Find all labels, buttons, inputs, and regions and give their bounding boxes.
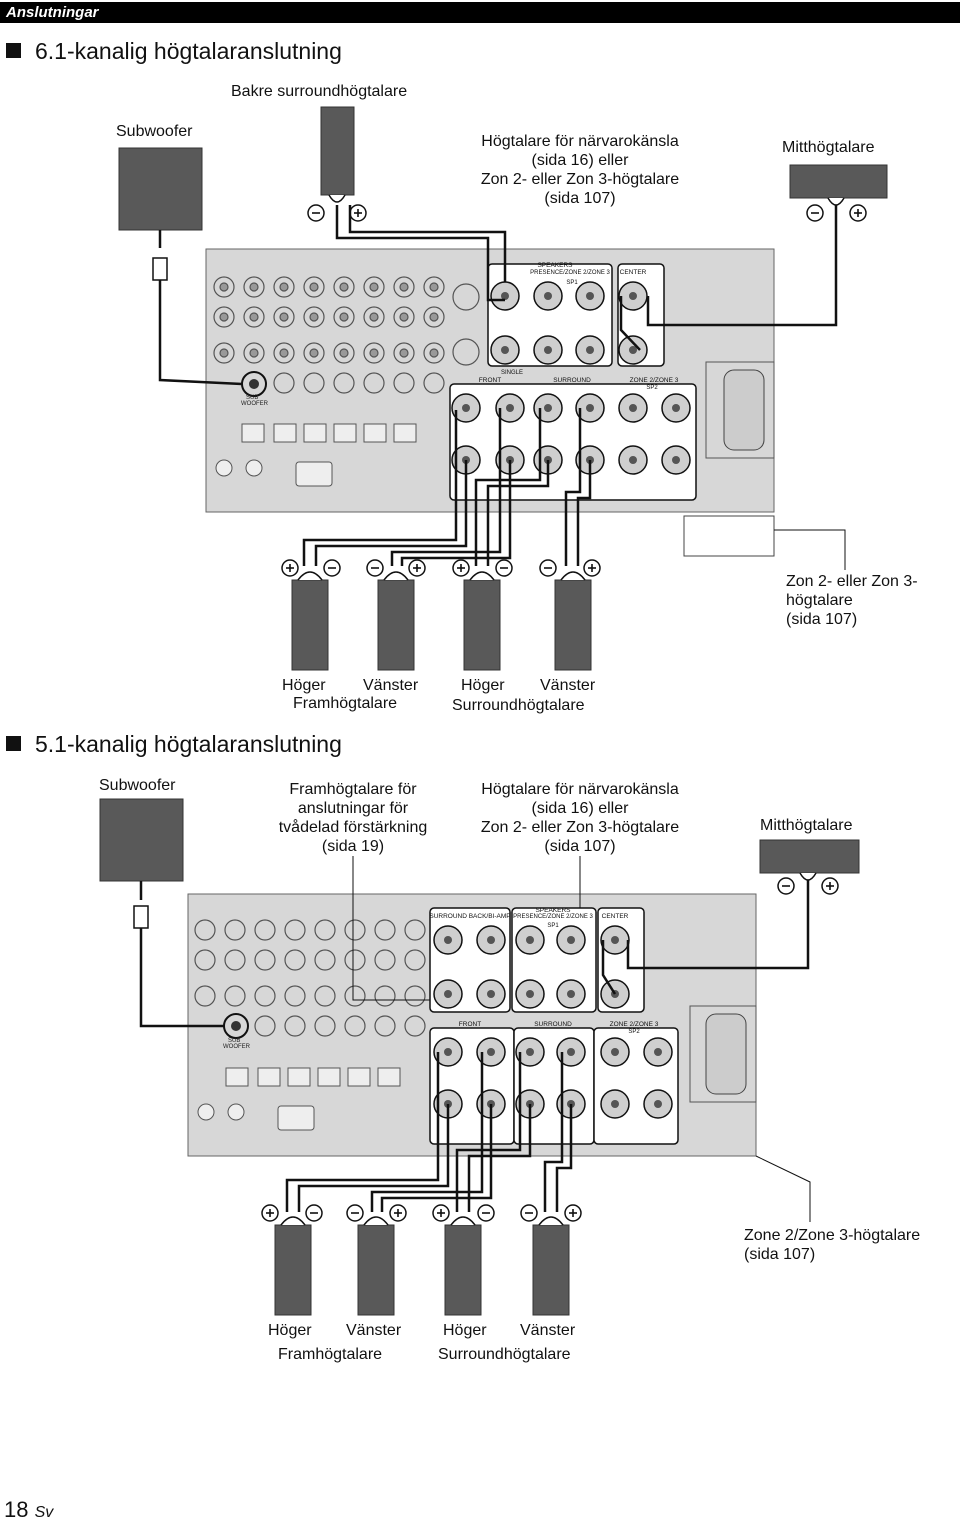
label-zone-2: Zone 2/Zone 3-högtalare (sida 107) bbox=[744, 1227, 921, 1263]
label-front-right-2: Höger bbox=[268, 1322, 312, 1339]
svg-text:CENTER: CENTER bbox=[602, 913, 629, 920]
diagram2-title: 5.1-kanalig högtalaranslutning bbox=[6, 730, 342, 758]
svg-text:SP1: SP1 bbox=[547, 923, 559, 929]
label-back-surround: Bakre surroundhögtalare bbox=[231, 83, 408, 100]
subwoofer-box-2 bbox=[99, 798, 184, 882]
label-zone-1: Zon 2- eller Zon 3- högtalare (sida 107) bbox=[786, 573, 918, 628]
center-speaker-2 bbox=[759, 839, 860, 874]
svg-text:ZONE 2/ZONE 3: ZONE 2/ZONE 3 bbox=[630, 377, 679, 384]
surround-left-speaker-2 bbox=[532, 1216, 570, 1316]
label-surround-right-1: Höger bbox=[461, 677, 505, 694]
front-left-speaker-2 bbox=[357, 1216, 395, 1316]
bullet-square-icon bbox=[6, 736, 21, 751]
svg-text:CENTER: CENTER bbox=[620, 269, 647, 276]
label-presence-1: Högtalare för närvarokänsla (sida 16) el… bbox=[480, 133, 680, 207]
surround-right-speaker-1 bbox=[463, 571, 501, 671]
svg-text:PRESENCE/ZONE 2/ZONE 3: PRESENCE/ZONE 2/ZONE 3 bbox=[530, 270, 610, 276]
svg-text:WOOFER: WOOFER bbox=[241, 401, 269, 407]
label-front-2: Framhögtalare bbox=[278, 1346, 383, 1363]
svg-text:PRESENCE/ZONE 2/ZONE 3: PRESENCE/ZONE 2/ZONE 3 bbox=[513, 914, 593, 920]
svg-text:SURROUND: SURROUND bbox=[553, 377, 591, 384]
svg-text:SURROUND BACK/BI-AMP: SURROUND BACK/BI-AMP bbox=[429, 913, 510, 920]
label-center-1: Mitthögtalare bbox=[782, 139, 875, 156]
section-header-text: Anslutningar bbox=[6, 4, 99, 21]
svg-text:SP2: SP2 bbox=[646, 385, 658, 391]
label-surround-right-2: Höger bbox=[443, 1322, 487, 1339]
section-header-bar: Anslutningar bbox=[0, 2, 960, 23]
label-subwoofer-1: Subwoofer bbox=[116, 123, 193, 140]
label-presence-2: Högtalare för närvarokänsla (sida 16) el… bbox=[480, 781, 680, 855]
diagram1-wiring: SUB WOOFER SPEAKERS PRESENCE/ZONE 2/ZONE… bbox=[118, 106, 888, 671]
surround-right-speaker-2 bbox=[444, 1216, 482, 1316]
center-speaker-1 bbox=[789, 164, 888, 199]
svg-text:SUB: SUB bbox=[228, 1038, 240, 1044]
jack-row-2 bbox=[194, 919, 426, 1037]
label-front-left-2: Vänster bbox=[346, 1322, 402, 1339]
svg-text:FRONT: FRONT bbox=[459, 1021, 481, 1028]
sub-cable-2 bbox=[139, 928, 224, 1028]
label-surround-1: Surroundhögtalare bbox=[452, 697, 585, 714]
label-surround-2: Surroundhögtalare bbox=[438, 1346, 571, 1363]
diagram2-wiring: SUB WOOFER SURROUND BACK/BI-AMP SPEAKERS… bbox=[99, 798, 860, 1316]
label-front-1: Framhögtalare bbox=[293, 695, 398, 712]
svg-text:SURROUND: SURROUND bbox=[534, 1021, 572, 1028]
back-surround-speaker bbox=[320, 106, 355, 196]
label-center-2: Mitthögtalare bbox=[760, 817, 853, 834]
front-left-speaker-1 bbox=[377, 571, 415, 671]
svg-text:ZONE 2/ZONE 3: ZONE 2/ZONE 3 bbox=[610, 1021, 659, 1028]
bullet-square-icon bbox=[6, 43, 21, 58]
svg-text:SP2: SP2 bbox=[628, 1029, 640, 1035]
label-subwoofer-2: Subwoofer bbox=[99, 777, 176, 794]
svg-text:SINGLE: SINGLE bbox=[501, 370, 523, 376]
label-front-left-1: Vänster bbox=[363, 677, 419, 694]
label-front-right-1: Höger bbox=[282, 677, 326, 694]
svg-text:WOOFER: WOOFER bbox=[223, 1044, 251, 1050]
svg-text:SPEAKERS: SPEAKERS bbox=[537, 262, 573, 269]
front-right-speaker-1 bbox=[291, 571, 329, 671]
surround-left-speaker-1 bbox=[554, 571, 592, 671]
svg-text:SUB: SUB bbox=[246, 395, 258, 401]
label-surround-left-2: Vänster bbox=[520, 1322, 576, 1339]
sub-cable-1 bbox=[158, 280, 243, 386]
label-biamp: Framhögtalare för anslutningar för tvåde… bbox=[278, 781, 428, 855]
label-surround-left-1: Vänster bbox=[540, 677, 596, 694]
subwoofer-box-1 bbox=[118, 147, 203, 231]
svg-text:SPEAKERS: SPEAKERS bbox=[535, 907, 571, 914]
front-right-speaker-2 bbox=[274, 1216, 312, 1316]
svg-text:SP1: SP1 bbox=[566, 280, 578, 286]
page-number: 18 Sv bbox=[4, 1497, 54, 1522]
svg-text:FRONT: FRONT bbox=[479, 377, 501, 384]
diagram1-title: 6.1-kanalig högtalaranslutning bbox=[6, 37, 342, 65]
